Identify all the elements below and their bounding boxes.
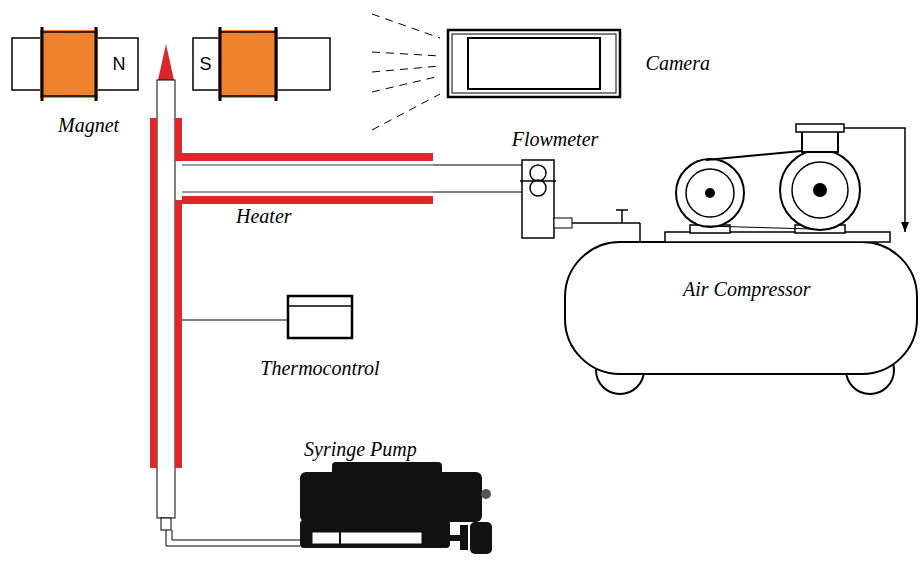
part-label: Magnet [58,114,119,137]
thermocontrol: Thermocontrol [250,294,390,380]
magnet-pole-label: N [113,54,126,75]
camera: Camera [448,30,710,97]
part-label: Syringe Pump [304,438,417,461]
magnet-pole: S [193,40,218,88]
thermocontrol-label: Thermocontrol [260,357,379,380]
magnet-pole-label: S [199,54,211,75]
flowmeter: Flowmeter [500,128,610,240]
camera-label: Camera [646,52,710,75]
part-label: Heater [236,205,292,228]
magnet-pole: N [100,40,138,88]
part-label: Air Compressor [683,278,811,301]
flowmeter-label: Flowmeter [512,128,599,151]
